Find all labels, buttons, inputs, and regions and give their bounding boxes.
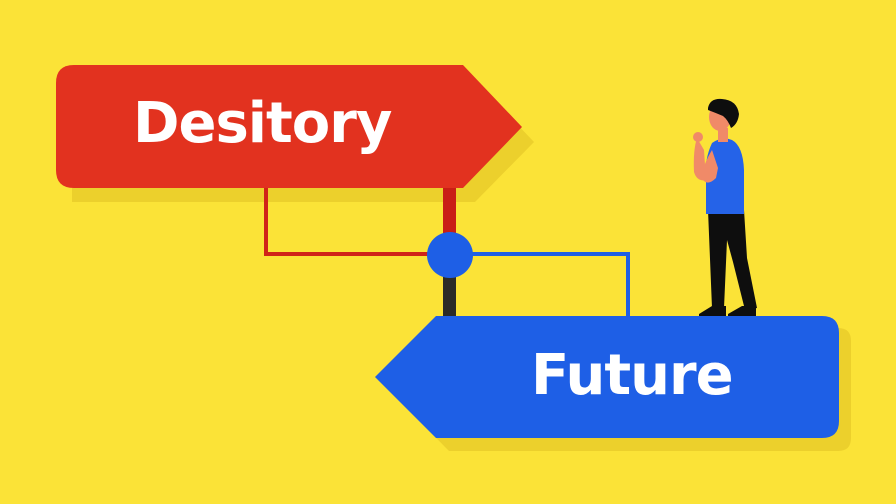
red-connector-line <box>264 186 430 256</box>
person-figure <box>693 98 757 316</box>
dark-post <box>443 272 456 318</box>
blue-connector-line <box>470 252 630 318</box>
junction-node <box>427 232 473 278</box>
red-post <box>443 186 456 236</box>
blue-sign-future <box>375 316 839 438</box>
past-sign-label: Desitory <box>133 91 392 156</box>
future-sign-label: Future <box>531 343 734 408</box>
red-sign-past <box>56 65 522 188</box>
